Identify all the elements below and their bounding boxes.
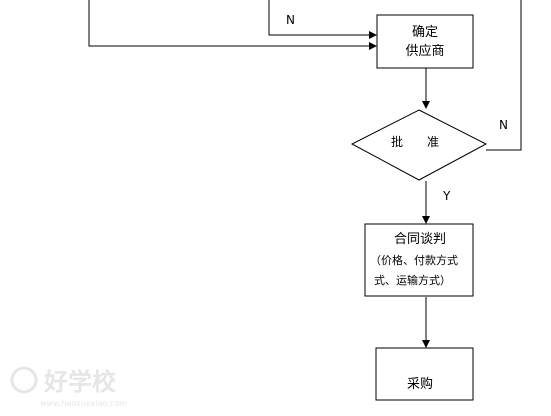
- watermark: 好学校 www.haoxuexiao.com: [10, 366, 127, 408]
- negotiate-box: [364, 223, 474, 297]
- edge-label-right-n: N: [499, 118, 508, 132]
- watermark-text: 好学校: [43, 368, 117, 396]
- watermark-logo-icon: [10, 366, 38, 394]
- supplier-node: 确定 供应商: [376, 14, 474, 69]
- watermark-url: www.haoxuexiao.com: [40, 399, 127, 408]
- edge-label-yes: Y: [442, 189, 451, 203]
- negotiate-title: 合同谈判: [394, 232, 446, 247]
- approve-label-left: 批: [391, 134, 403, 149]
- supplier-label-line1: 确定: [412, 25, 438, 40]
- approve-node: 批 准: [350, 109, 488, 181]
- supplier-box: [376, 14, 474, 69]
- purchase-box: [375, 347, 474, 401]
- loop-line-top-n: [268, 0, 377, 39]
- negotiate-node: 合同谈判 （价格、付款方式 式、运输方式）: [364, 223, 474, 297]
- supplier-label-line2: 供应商: [405, 43, 444, 59]
- approve-diamond: [350, 109, 488, 181]
- purchase-label: 采购: [407, 376, 433, 392]
- right-return-line: [486, 0, 522, 151]
- purchase-node: 采购: [375, 347, 474, 401]
- negotiate-detail-line2: （价格、付款方式: [370, 253, 458, 267]
- loop-line-left: [88, 0, 377, 50]
- edge-label-top-n: N: [286, 13, 295, 27]
- negotiate-detail-line3: 式、运输方式）: [374, 273, 451, 287]
- approve-label-right: 准: [427, 135, 439, 149]
